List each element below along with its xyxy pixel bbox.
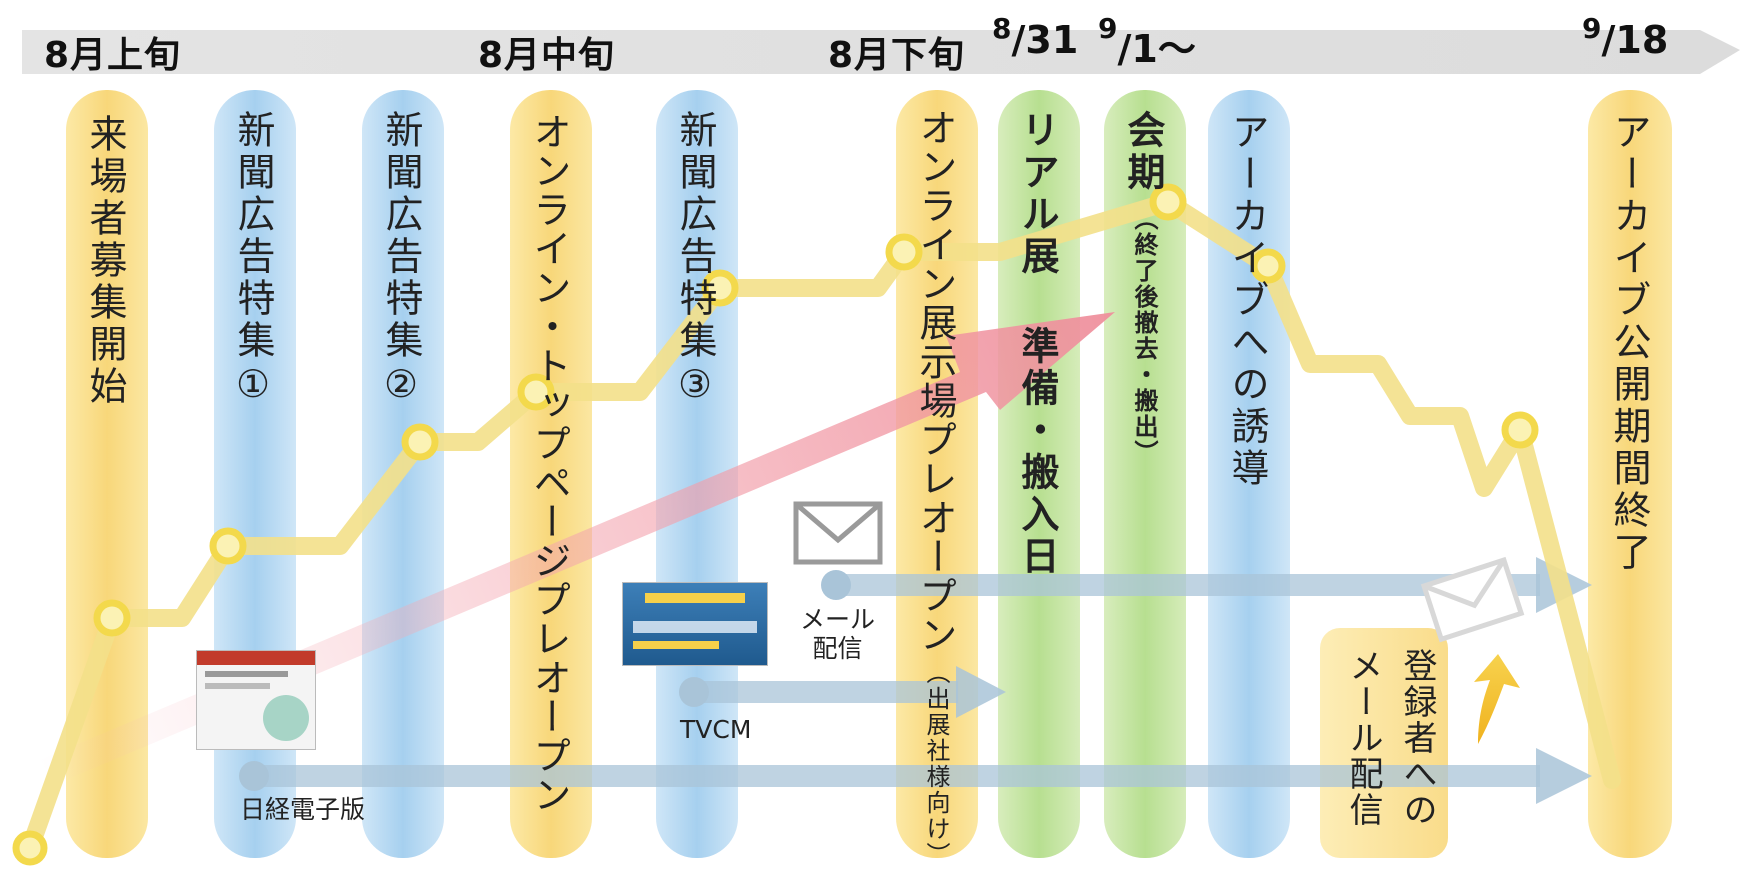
column-online-hall-preopen — [896, 90, 978, 858]
column-label-archive-end: アーカイブ公開期間終了 — [1607, 112, 1651, 574]
date-sep-18-day: 18 — [1615, 18, 1669, 62]
thumbnail-text-line — [644, 593, 746, 603]
column-label-visitor-recruitment: 来場者募集開始 — [83, 114, 127, 408]
column-archive-guidance — [1208, 90, 1290, 858]
column-label-online-hall-preopen: オンライン展示場プレオープン — [913, 108, 957, 654]
email-label: メール配信 — [800, 605, 876, 664]
trend-markers — [12, 183, 1539, 866]
trend-marker — [701, 269, 739, 307]
registrant-mail-text-a: 登録者へ — [1397, 648, 1437, 792]
tvcm-thumbnail — [622, 582, 768, 666]
trend-marker — [401, 423, 439, 461]
trend-marker — [1250, 248, 1286, 284]
feature-title: 新聞広告特集 — [379, 110, 423, 362]
date-sep-1: 9/1〜 — [1098, 12, 1196, 71]
tvcm-arrow — [679, 666, 1006, 718]
thumbnail-text-line — [633, 621, 757, 633]
registrant-envelope-icon — [1420, 556, 1525, 643]
date-sep-1-day: 1〜 — [1131, 27, 1196, 71]
registrant-mail-box — [1320, 628, 1448, 858]
curved-up-arrow-icon — [1474, 654, 1520, 744]
feature-number: ③ — [673, 362, 717, 410]
trend-marker — [12, 830, 48, 866]
registrant-mail-label-part1: 登録者への — [1397, 648, 1437, 828]
registrant-mail-text-b: の — [1397, 792, 1437, 828]
trend-marker — [885, 233, 923, 271]
column-label-real-exhibition-setup: リアル展 準備・搬入日 — [1015, 110, 1059, 578]
thumbnail-text-line — [205, 683, 270, 689]
column-label-online-top-preopen: オンライン・トップページプレオープン — [527, 112, 571, 814]
thumbnail-text-line — [633, 641, 720, 649]
date-sep-1-month: 9 — [1098, 12, 1118, 45]
period-mid-august: 8月中旬 — [478, 35, 616, 76]
column-label-exhibition-period: 会期 — [1121, 110, 1165, 194]
tvcm-label: TVCM — [680, 715, 752, 744]
period-early-august: 8月上旬 — [44, 35, 182, 76]
date-sep-18: 9/18 — [1582, 12, 1669, 62]
thumbnail-header — [197, 651, 315, 665]
column-label-archive-guidance: アーカイブへの誘導 — [1225, 112, 1269, 490]
period-late-august: 8月下旬 — [828, 35, 966, 76]
column-label-newspaper-feature-3: 新聞広告特集③ — [673, 110, 717, 410]
timeline-band-arrow — [22, 30, 1740, 74]
trend-marker — [93, 599, 131, 637]
column-online-top-preopen — [510, 90, 592, 858]
envelope-icon — [793, 501, 883, 565]
feature-title: 新聞広告特集 — [231, 110, 275, 362]
trend-marker — [517, 373, 555, 411]
email-label-line2: 配信 — [812, 633, 863, 663]
date-aug-31: 8/31 — [992, 12, 1079, 62]
column-real-exhibition-setup — [998, 90, 1080, 858]
registrant-mail-label-part2: メール配信 — [1343, 648, 1383, 828]
nikkei-digital-arrow — [239, 748, 1592, 804]
feature-number: ② — [379, 362, 423, 410]
column-note-exhibitors: （出展社様向け） — [922, 660, 950, 868]
column-label-newspaper-feature-1: 新聞広告特集① — [231, 110, 275, 410]
trend-line — [21, 193, 1621, 857]
trend-marker — [1149, 183, 1187, 221]
thumbnail-graphic — [263, 695, 309, 741]
date-aug-31-day: 31 — [1025, 18, 1079, 62]
trend-marker — [1501, 411, 1539, 449]
date-sep-18-month: 9 — [1582, 12, 1602, 45]
feature-title: 新聞広告特集 — [673, 110, 717, 362]
date-aug-31-month: 8 — [992, 12, 1012, 45]
feature-number: ① — [231, 362, 275, 410]
nikkei-digital-label: 日経電子版 — [240, 795, 366, 824]
thumbnail-text-line — [205, 671, 288, 677]
newspaper-ad-thumbnail — [196, 650, 316, 750]
column-note-teardown: （終了後撤去・搬出） — [1130, 206, 1158, 466]
trend-marker — [209, 527, 247, 565]
email-label-line1: メール — [800, 605, 876, 634]
column-label-newspaper-feature-2: 新聞広告特集② — [379, 110, 423, 410]
